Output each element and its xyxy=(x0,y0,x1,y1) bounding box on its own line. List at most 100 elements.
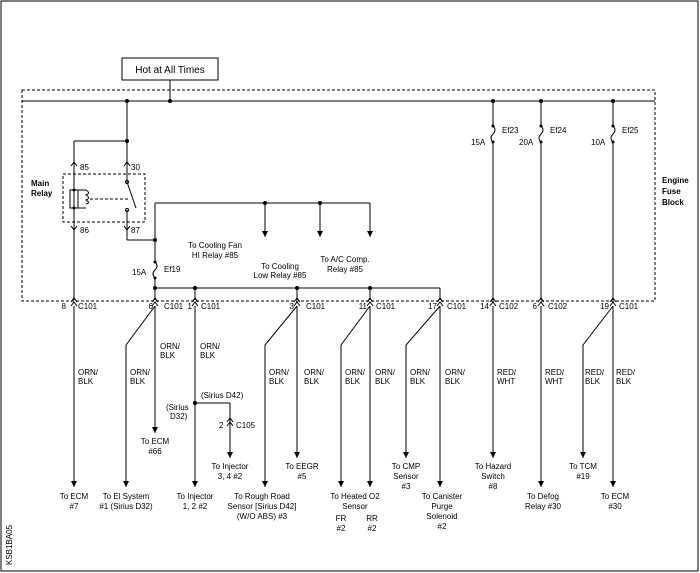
relay-pin-86: 86 xyxy=(80,226,89,235)
wire-color: RED/ xyxy=(545,368,565,377)
to-cooling-low-1: To Cooling xyxy=(261,262,299,271)
wire-color: ORN/ xyxy=(345,368,366,377)
dest-injector34: 3, 4 #2 xyxy=(218,472,243,481)
dest-defog: Relay #30 xyxy=(525,502,562,511)
dest-cmp: #3 xyxy=(402,482,411,491)
dest-ecm30: #30 xyxy=(608,502,622,511)
dest-canister: Purge xyxy=(431,502,453,511)
to-ac-comp-2: Relay #85 xyxy=(327,265,364,274)
dest-fr: #2 xyxy=(337,524,346,533)
to-ac-comp-1: To A/C Comp. xyxy=(320,255,369,264)
conn-pin: 11 xyxy=(359,302,368,311)
c105-pin: 2 xyxy=(219,421,224,430)
ef23-name: Ef23 xyxy=(502,126,519,135)
conn-pin: 19 xyxy=(600,302,609,311)
destinations: To ECM #7 To El System #1 (Sirius D32) T… xyxy=(60,437,630,533)
dest-rr: #2 xyxy=(368,524,377,533)
sirius-d42: (Sirius D42) xyxy=(201,391,244,400)
wire-color: ORN/ xyxy=(269,368,290,377)
wire-color: BLK xyxy=(200,351,216,360)
dest-heated-o2: To Heated O2 xyxy=(330,492,380,501)
wire-color: ORN/ xyxy=(78,368,99,377)
conn-name: C102 xyxy=(548,302,568,311)
relay-title-1: Main xyxy=(31,179,49,188)
fuse-ef19 xyxy=(152,261,158,279)
wire-color: ORN/ xyxy=(160,342,181,351)
wire-color: BLK xyxy=(269,377,285,386)
conn-pin: 3 xyxy=(290,302,295,311)
ef19-amp: 15A xyxy=(132,268,147,277)
wire-color: BLK xyxy=(160,351,176,360)
sirius-d32-b: D32) xyxy=(170,412,188,421)
wire-color: BLK xyxy=(616,377,632,386)
to-cooling-fan-hi-1: To Cooling Fan xyxy=(188,241,242,250)
fuse-ef24 xyxy=(538,125,544,143)
dest-eegr: #5 xyxy=(298,472,307,481)
dest-heated-o2: Sensor xyxy=(342,502,368,511)
dest-el-system: #1 (Sirius D32) xyxy=(99,502,153,511)
wire-color: BLK xyxy=(130,377,146,386)
dest-cmp: Sensor xyxy=(393,472,419,481)
dest-injector12: To Injector xyxy=(177,492,214,501)
wire-color: BLK xyxy=(445,377,461,386)
dest-hazard: Switch xyxy=(481,472,505,481)
conn-pin: 6 xyxy=(149,302,154,311)
dest-injector12: 1, 2 #2 xyxy=(183,502,208,511)
conn-pin: 14 xyxy=(480,302,489,311)
conn-name: C101 xyxy=(447,302,467,311)
conn-name: C101 xyxy=(306,302,326,311)
fuse-ef23 xyxy=(490,125,496,143)
wire-color: ORN/ xyxy=(445,368,466,377)
wire-color: BLK xyxy=(585,377,601,386)
ef25-name: Ef25 xyxy=(622,126,639,135)
wire-color: ORN/ xyxy=(410,368,431,377)
hot-at-all-times-label: Hot at All Times xyxy=(135,65,204,76)
dest-fr: FR xyxy=(336,514,347,523)
dest-tcm: #19 xyxy=(576,472,590,481)
dest-rough-road: (W/O ABS) #3 xyxy=(237,512,288,521)
dest-ecm7: To ECM xyxy=(60,492,89,501)
conn-name: C102 xyxy=(499,302,519,311)
dest-ecm66: To ECM xyxy=(141,437,170,446)
conn-name: C101 xyxy=(201,302,221,311)
ef24-name: Ef24 xyxy=(550,126,567,135)
ef24-amp: 20A xyxy=(519,138,534,147)
sirius-d32-a: (Sirius xyxy=(166,403,189,412)
wire-color: BLK xyxy=(304,377,320,386)
wire-color: ORN/ xyxy=(304,368,325,377)
wire-color: WHT xyxy=(545,377,563,386)
wire-color: RED/ xyxy=(497,368,517,377)
conn-name: C101 xyxy=(619,302,639,311)
ef23-amp: 15A xyxy=(471,138,486,147)
wire-color: BLK xyxy=(345,377,361,386)
dest-ecm7: #7 xyxy=(70,502,79,511)
conn-pin: 1 xyxy=(188,302,193,311)
to-cooling-low-2: Low Relay #85 xyxy=(254,271,307,280)
wire-color: WHT xyxy=(497,377,515,386)
dest-eegr: To EEGR xyxy=(285,462,319,471)
to-cooling-fan-hi-2: HI Relay #85 xyxy=(192,251,239,260)
dest-ecm66: #66 xyxy=(148,447,162,456)
dest-hazard: To Hazard xyxy=(475,462,511,471)
dest-canister: Solenoid xyxy=(426,512,457,521)
main-relay xyxy=(62,173,146,223)
figure-code: KSB1BA05 xyxy=(5,524,14,565)
dest-canister: To Canister xyxy=(422,492,463,501)
conn-name: C101 xyxy=(164,302,184,311)
conn-pin: 8 xyxy=(62,302,67,311)
conn-name: C101 xyxy=(376,302,396,311)
dest-rough-road: To Rough Road xyxy=(234,492,290,501)
dest-rough-road: Sensor [Sirius D42] xyxy=(228,502,297,511)
fuse-ef25 xyxy=(610,125,616,143)
wire-color: BLK xyxy=(410,377,426,386)
ef25-amp: 10A xyxy=(591,138,606,147)
relay-title-2: Relay xyxy=(31,189,53,198)
wire-color: RED/ xyxy=(585,368,605,377)
dest-injector34: To Injector xyxy=(212,462,249,471)
conn-pin: 6 xyxy=(533,302,538,311)
block-label-1: Engine xyxy=(662,176,689,185)
dest-canister: #2 xyxy=(438,522,447,531)
